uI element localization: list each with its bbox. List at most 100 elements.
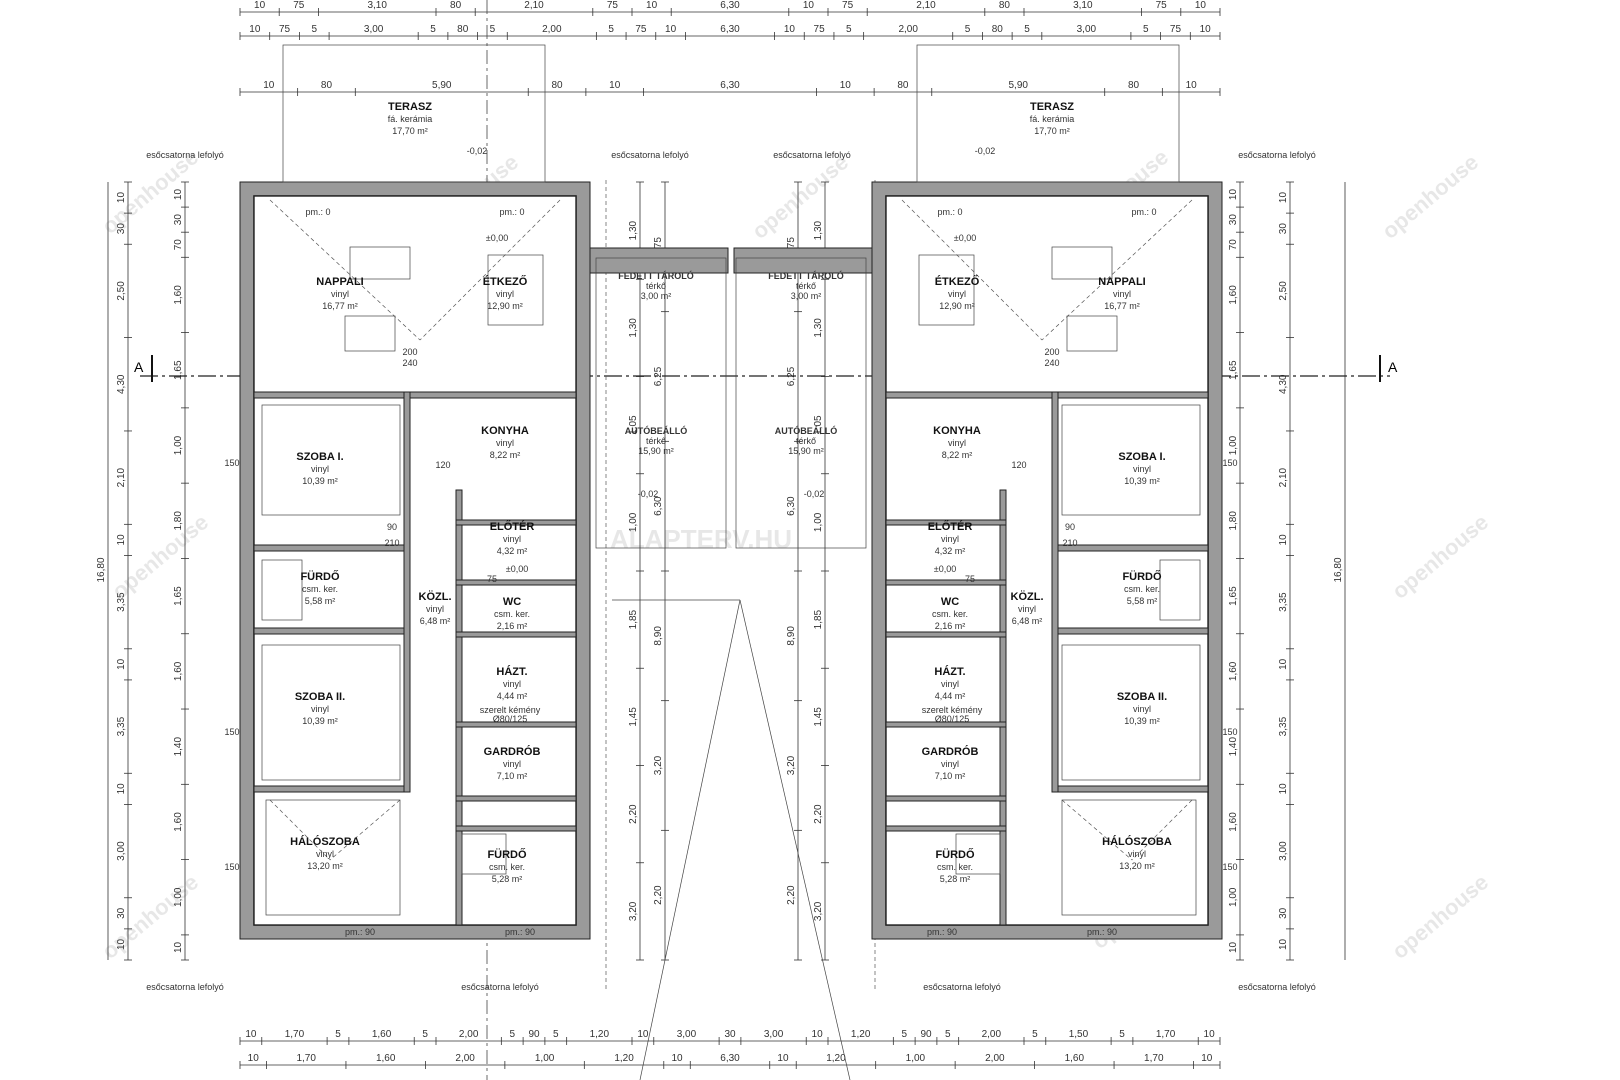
- dimension-label: 70: [173, 239, 184, 251]
- level-label: ±0,00: [954, 233, 976, 243]
- level-label: -0,02: [638, 489, 659, 499]
- dimension-label: 30: [1278, 907, 1289, 919]
- dimension-label: 5: [1032, 1029, 1038, 1040]
- double-bed: [265, 799, 401, 916]
- sill-height-label: pm.: 90: [927, 927, 957, 937]
- dimension-label: 1,60: [1228, 812, 1239, 832]
- dimension-label: 3,00: [116, 841, 127, 861]
- dimension-label: 3,10: [367, 0, 387, 11]
- room-name-haloszoba: HÁLÓSZOBA: [1102, 835, 1172, 848]
- sill-height-label: pm.: 90: [1087, 927, 1117, 937]
- dimension-label: 10: [812, 1029, 824, 1040]
- dimension-label: 6,30: [720, 0, 740, 11]
- bed: [261, 644, 401, 781]
- watermark-text: openhouse: [97, 869, 203, 964]
- dimension-label: 1,60: [1065, 1053, 1085, 1064]
- dimension-label: 2,10: [116, 467, 127, 487]
- dimension-label: 2,10: [1278, 467, 1289, 487]
- watermark-text: openhouse: [1387, 509, 1493, 604]
- dimension-label: 4,30: [1278, 374, 1289, 394]
- door-size-label: 120: [1011, 460, 1026, 470]
- room-name-szoba2: SZOBA II.: [295, 691, 345, 703]
- terrace-area: [282, 44, 546, 183]
- door-size-label: 90: [1065, 522, 1075, 532]
- dimension-label: 5: [1143, 24, 1149, 35]
- room-material-konyha: vinyl: [948, 438, 966, 448]
- room-area-szoba1: 10,39 m²: [302, 476, 338, 486]
- room-name-furdo2: FÜRDŐ: [487, 848, 527, 861]
- carport-area: [735, 257, 867, 549]
- dimension-label: 2,00: [459, 1029, 479, 1040]
- room-material-etkezo: vinyl: [948, 289, 966, 299]
- dimension-label: 6,30: [720, 24, 740, 35]
- dimension-label: 75: [814, 24, 826, 35]
- dimension-label: 10: [1195, 0, 1207, 11]
- room-area-haloszoba: 13,20 m²: [307, 861, 343, 871]
- carport-area-tarolo: 3,00 m²: [641, 291, 672, 301]
- room-material-nappali: vinyl: [1113, 289, 1131, 299]
- room-name-haztart: HÁZT.: [496, 665, 527, 678]
- dimension-label: 1,60: [173, 285, 184, 305]
- dimension-label: 5: [1024, 24, 1030, 35]
- dimension-label: 10: [245, 1029, 257, 1040]
- dimension-label: 1,60: [173, 812, 184, 832]
- carport-material-auto: térkő: [796, 436, 816, 446]
- dimension-label: 5,90: [1009, 80, 1029, 91]
- dimension-label: 1,60: [1228, 661, 1239, 681]
- chimney-size-label: Ø80/125: [493, 714, 528, 724]
- dimension-label: 1,80: [173, 511, 184, 531]
- dimension-label: 3,20: [628, 901, 639, 921]
- sill-height-label: pm.: 90: [505, 927, 535, 937]
- dimension-label: 1,45: [813, 707, 824, 727]
- dimension-label: 1,00: [173, 887, 184, 907]
- dimension-label: 6,75: [653, 237, 664, 257]
- chimney-label: szerelt kémény: [480, 705, 541, 715]
- sill-height-label: pm.: 90: [345, 927, 375, 937]
- interior-wall: [885, 631, 1007, 638]
- bed: [261, 404, 401, 516]
- dimension-label: 75: [635, 24, 647, 35]
- carport-name-tarolo: FEDETT TÁROLÓ: [618, 270, 694, 281]
- storage-roof: [589, 247, 729, 274]
- dimension-label: 80: [450, 0, 462, 11]
- dimension-label: 1,85: [813, 609, 824, 629]
- door-size-label: 240: [402, 358, 417, 368]
- dimension-label: 80: [321, 80, 333, 91]
- interior-wall: [455, 519, 577, 526]
- watermark-text: openhouse: [107, 509, 213, 604]
- door-size-label: 200: [1044, 347, 1059, 357]
- dimension-label: 1,30: [628, 220, 639, 240]
- dimension-label: 1,20: [851, 1029, 871, 1040]
- dimension-label: 1,00: [628, 512, 639, 532]
- room-area-gardrob: 7,10 m²: [935, 771, 966, 781]
- window-size-label: 150: [224, 727, 239, 737]
- dimension-column-mid_a: 6,756,256,308,903,202,20: [653, 181, 669, 961]
- carport-area-auto: 15,90 m²: [638, 446, 674, 456]
- double-bed: [1061, 799, 1197, 916]
- armchair: [1066, 315, 1118, 352]
- dimension-label: 30: [724, 1029, 736, 1040]
- room-material-haztart: vinyl: [503, 679, 521, 689]
- dimension-label: 90: [528, 1029, 540, 1040]
- dimension-label: 8,90: [653, 626, 664, 646]
- dimension-label: 1,00: [535, 1053, 555, 1064]
- dimension-label: 5: [608, 24, 614, 35]
- room-area-kozl: 6,48 m²: [420, 616, 451, 626]
- window-size-label: 150: [224, 458, 239, 468]
- interior-wall: [1057, 544, 1209, 552]
- level-label: -0,02: [467, 146, 488, 156]
- room-area-gardrob: 7,10 m²: [497, 771, 528, 781]
- dining-table: [918, 254, 975, 326]
- carport-area: [595, 257, 727, 549]
- dimension-label: 5: [945, 1029, 951, 1040]
- dimension-label: 5: [901, 1029, 907, 1040]
- dimension-label: 1,65: [1228, 586, 1239, 606]
- dimension-label: 30: [1278, 223, 1289, 235]
- dimension-label: 1,65: [1228, 360, 1239, 380]
- room-name-furdo2: FÜRDŐ: [935, 848, 975, 861]
- room-name-kozl: KÖZL.: [419, 590, 452, 603]
